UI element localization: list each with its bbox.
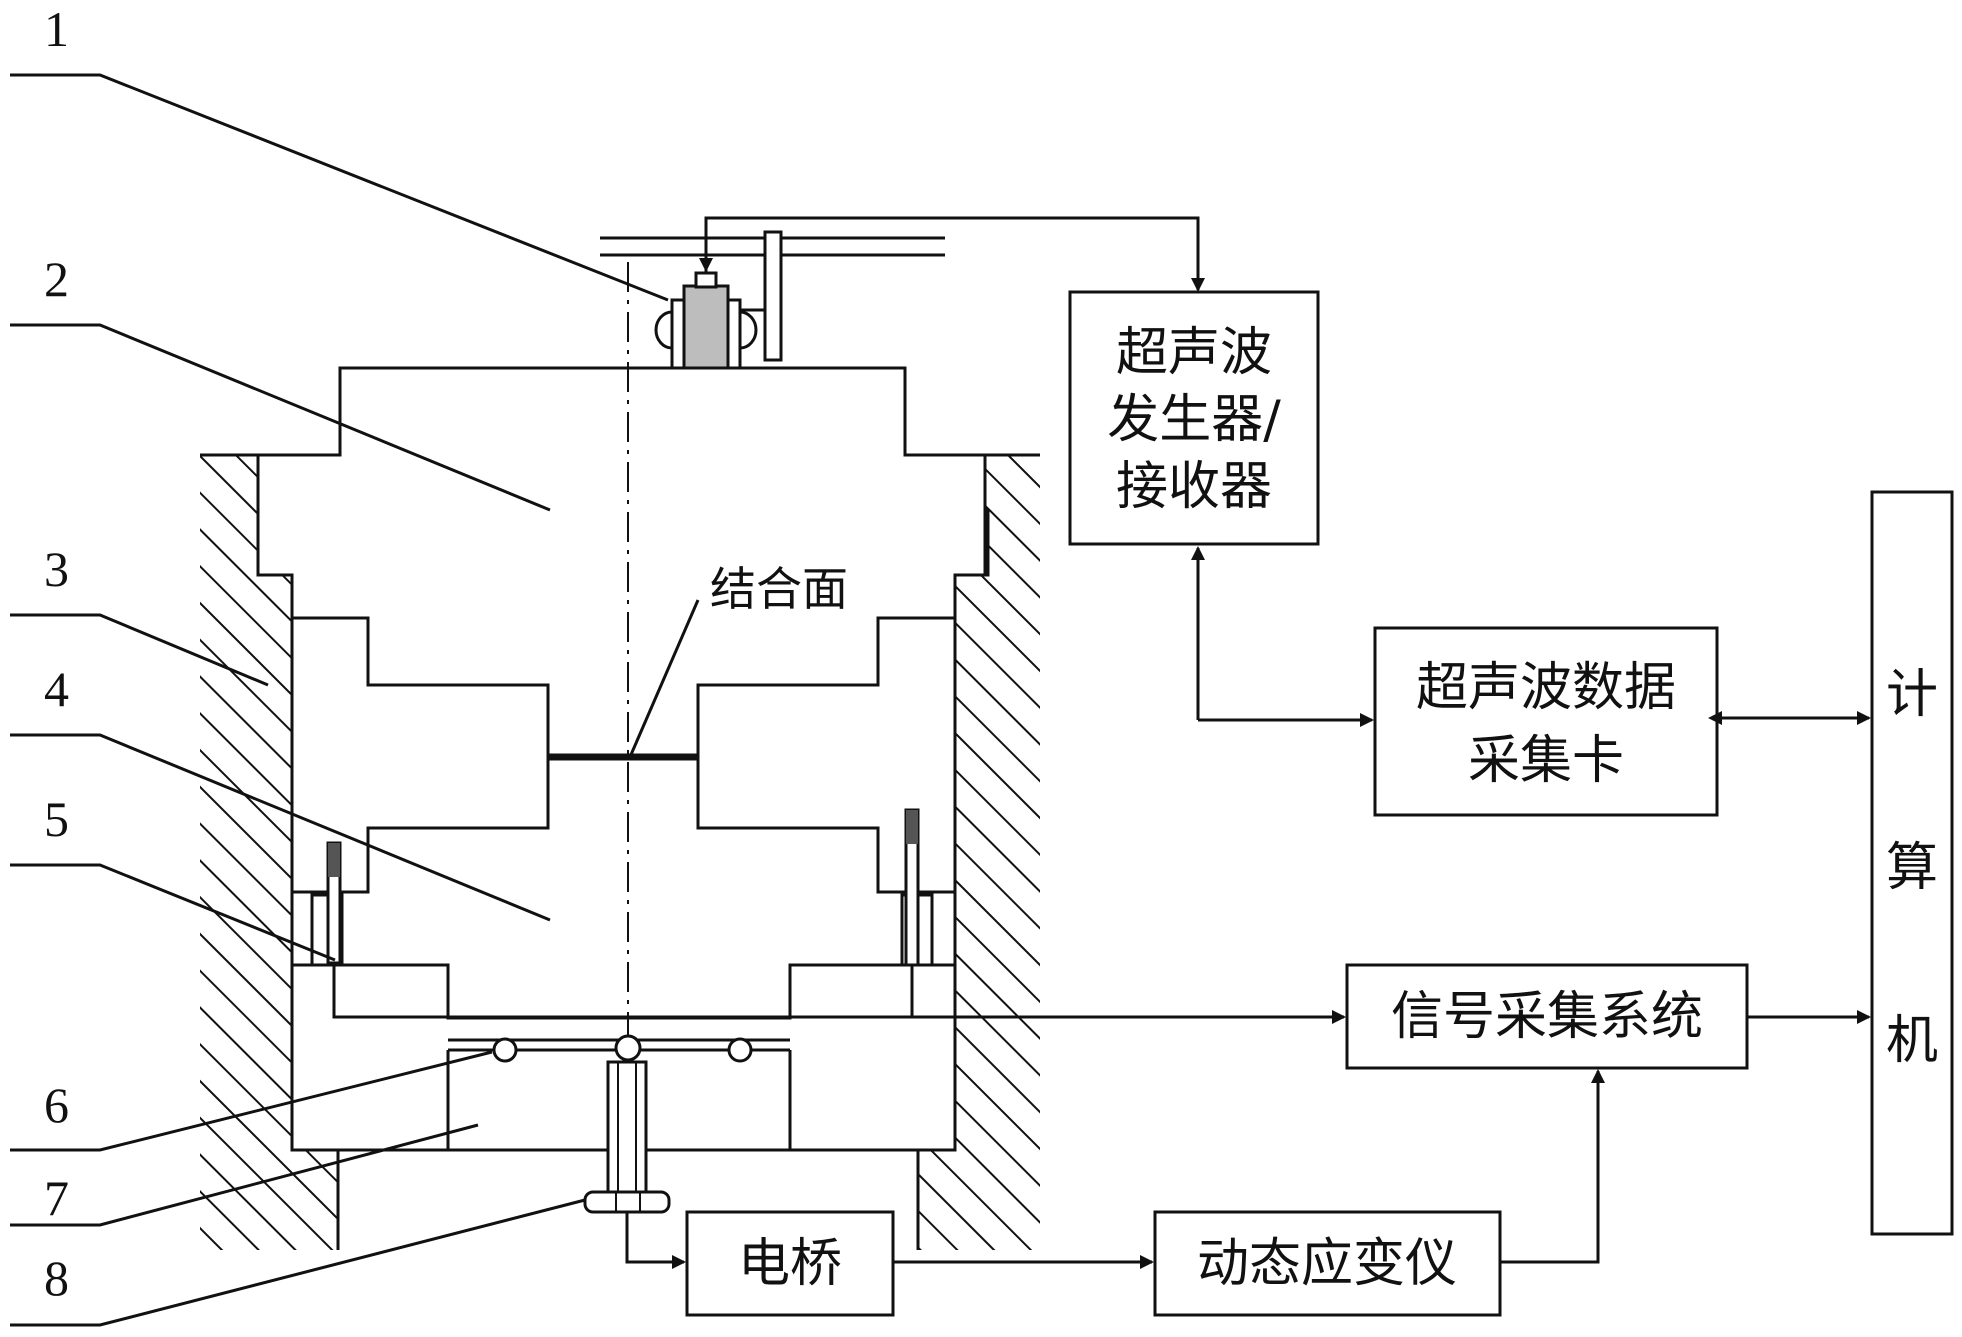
label-part-8: 8	[44, 1250, 69, 1306]
label-part-2: 2	[44, 251, 69, 307]
svg-text:电桥: 电桥	[738, 1234, 842, 1294]
upper-specimen	[258, 368, 985, 757]
block-acquisition-card: 超声波数据 采集卡	[1375, 628, 1717, 815]
svg-text:动态应变仪: 动态应变仪	[1197, 1234, 1457, 1294]
label-part-4: 4	[44, 661, 69, 717]
label-part-1: 1	[44, 1, 69, 57]
label-part-6: 6	[44, 1077, 69, 1133]
load-bolt	[585, 1062, 669, 1212]
roller-row	[448, 1036, 790, 1061]
lower-specimen	[292, 757, 955, 1018]
svg-text:信号采集系统: 信号采集系统	[1391, 987, 1703, 1047]
svg-text:超声波数据: 超声波数据	[1416, 658, 1676, 718]
strain-gauge-left	[312, 843, 342, 965]
ultrasonic-probe	[600, 232, 945, 368]
svg-text:计: 计	[1886, 665, 1938, 725]
svg-text:发生器/: 发生器/	[1107, 390, 1281, 450]
block-signal-system: 信号采集系统	[1347, 965, 1747, 1068]
svg-text:采集卡: 采集卡	[1468, 731, 1624, 791]
svg-text:超声波: 超声波	[1116, 323, 1272, 383]
label-interface: 结合面	[710, 562, 848, 616]
label-part-7: 7	[44, 1170, 69, 1226]
svg-text:接收器: 接收器	[1116, 457, 1272, 517]
block-computer: 计 算 机	[1872, 492, 1952, 1234]
label-part-5: 5	[44, 791, 69, 847]
svg-text:机: 机	[1886, 1011, 1938, 1071]
block-strain-meter: 动态应变仪	[1155, 1212, 1500, 1315]
label-part-3: 3	[44, 541, 69, 597]
block-bridge: 电桥	[687, 1212, 893, 1315]
strain-gauge-right	[902, 810, 932, 965]
block-ultrasonic-transceiver: 超声波 发生器/ 接收器	[1070, 292, 1318, 544]
svg-text:算: 算	[1886, 838, 1938, 898]
